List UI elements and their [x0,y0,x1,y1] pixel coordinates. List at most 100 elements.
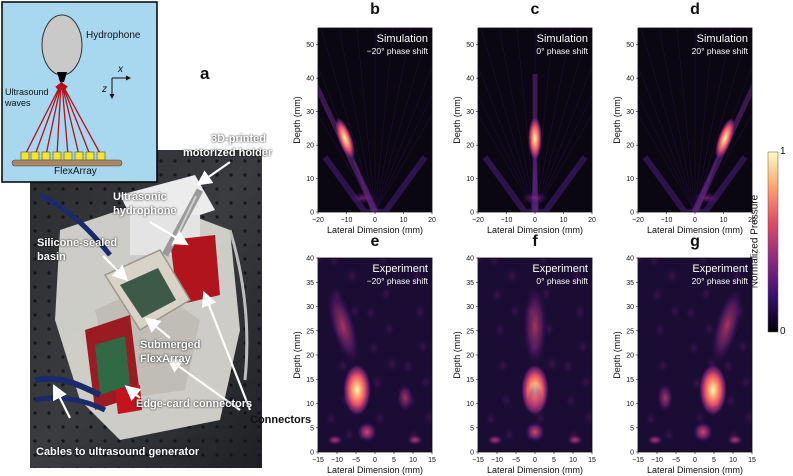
panel-letter-c: c [531,1,540,18]
x-tick-label: 20 [748,217,756,224]
y-tick-label: 15 [306,377,314,384]
y-tick-label: 10 [306,176,314,183]
y-tick-label: 0 [310,210,314,217]
colorbar-tick-bottom: 0 [780,326,786,337]
x-tick-label: 0 [373,217,377,224]
y-tick-label: 40 [466,256,474,263]
inset-array-label: FlexArray [54,166,97,177]
x-axis-label: Lateral Dimension (mm) [487,225,583,235]
y-tick-label: 0 [470,210,474,217]
y-tick-label: 10 [626,401,634,408]
x-tick-label: −10 [661,217,673,224]
x-axis-label: Lateral Dimension (mm) [487,465,583,475]
y-tick-label: 0 [470,450,474,457]
y-tick-label: 20 [466,353,474,360]
phase-shift-label: 20° phase shift [692,46,749,56]
x-tick-label: 10 [720,217,728,224]
y-tick-label: 20 [626,353,634,360]
x-tick-label: −5 [672,457,680,464]
x-tick-label: 0 [533,217,537,224]
inset-hydrophone-label: Hydrophone [86,30,141,41]
y-tick-label: 50 [466,42,474,49]
y-tick-label: 20 [626,143,634,150]
y-tick-label: 50 [626,42,634,49]
colorbar-label: Normalized Pressure [749,194,761,289]
y-tick-label: 15 [626,377,634,384]
y-tick-label: 30 [466,109,474,116]
y-tick-label: 25 [306,328,314,335]
inset-axis-z: z [102,84,107,95]
y-tick-label: 25 [626,328,634,335]
photo-label-connectors: Connectors [250,414,312,426]
x-tick-label: −15 [472,457,484,464]
x-tick-label: 20 [428,217,436,224]
panel-title: Experiment [372,263,428,275]
x-tick-label: 10 [560,217,568,224]
x-tick-label: 10 [409,457,417,464]
panel-title: Simulation [377,33,428,45]
y-tick-label: 20 [466,143,474,150]
inset-waves-label-2: waves [5,98,31,108]
inset-axis-x: x [118,64,123,75]
x-tick-label: 10 [569,457,577,464]
y-tick-label: 40 [306,76,314,83]
x-axis-label: Lateral Dimension (mm) [327,465,423,475]
x-tick-label: 20 [588,217,596,224]
x-tick-label: 0 [693,457,697,464]
x-tick-label: 0 [373,457,377,464]
y-axis-label: Depth (mm) [292,96,302,144]
photo-label-cables: Cables to ultrasound generator [36,446,200,458]
panel-title: Simulation [697,33,748,45]
x-tick-label: 0 [533,457,537,464]
photo-label-edge: Edge-card connectors [136,398,253,410]
phase-shift-label: 20° phase shift [692,276,749,286]
y-tick-label: 40 [626,256,634,263]
y-axis-label: Depth (mm) [612,331,622,379]
y-axis-label: Depth (mm) [452,331,462,379]
photo-label-submerged: Submerged FlexArray [140,339,201,365]
y-tick-label: 5 [310,425,314,432]
y-axis-label: Depth (mm) [292,331,302,379]
inset-waves-label-1: Ultrasound [5,87,49,97]
x-tick-label: −20 [632,217,644,224]
x-tick-label: −5 [352,457,360,464]
x-tick-label: −5 [512,457,520,464]
y-tick-label: 10 [466,401,474,408]
y-tick-label: 30 [466,304,474,311]
x-axis-label: Lateral Dimension (mm) [327,225,423,235]
x-tick-label: 15 [588,457,596,464]
y-tick-label: 20 [306,353,314,360]
photo-arrows [53,161,252,419]
y-axis-label: Depth (mm) [452,96,462,144]
y-tick-label: 40 [306,256,314,263]
panel-letter-f: f [532,233,538,250]
y-tick-label: 10 [626,176,634,183]
x-tick-label: −20 [312,217,324,224]
colorbar-tick-top: 1 [780,146,786,157]
x-axis-label: Lateral Dimension (mm) [647,225,743,235]
x-tick-label: 5 [712,457,716,464]
panel-title: Experiment [692,263,748,275]
y-axis-label: Depth (mm) [612,96,622,144]
photo-label-holder: 3D-printed motorized holder [183,133,273,159]
panel-letter-e: e [371,233,380,250]
x-tick-label: 15 [428,457,436,464]
y-tick-label: 40 [626,76,634,83]
y-tick-label: 50 [306,42,314,49]
y-tick-label: 30 [306,304,314,311]
phase-shift-label: −20° phase shift [367,276,429,286]
x-tick-label: −10 [491,457,503,464]
x-tick-label: −10 [341,217,353,224]
y-tick-label: 5 [630,425,634,432]
panel-letter-a: a [200,64,210,83]
x-tick-label: 5 [552,457,556,464]
x-tick-label: 5 [392,457,396,464]
y-tick-label: 30 [626,109,634,116]
inset-diagram [1,1,158,183]
y-tick-label: 30 [626,304,634,311]
